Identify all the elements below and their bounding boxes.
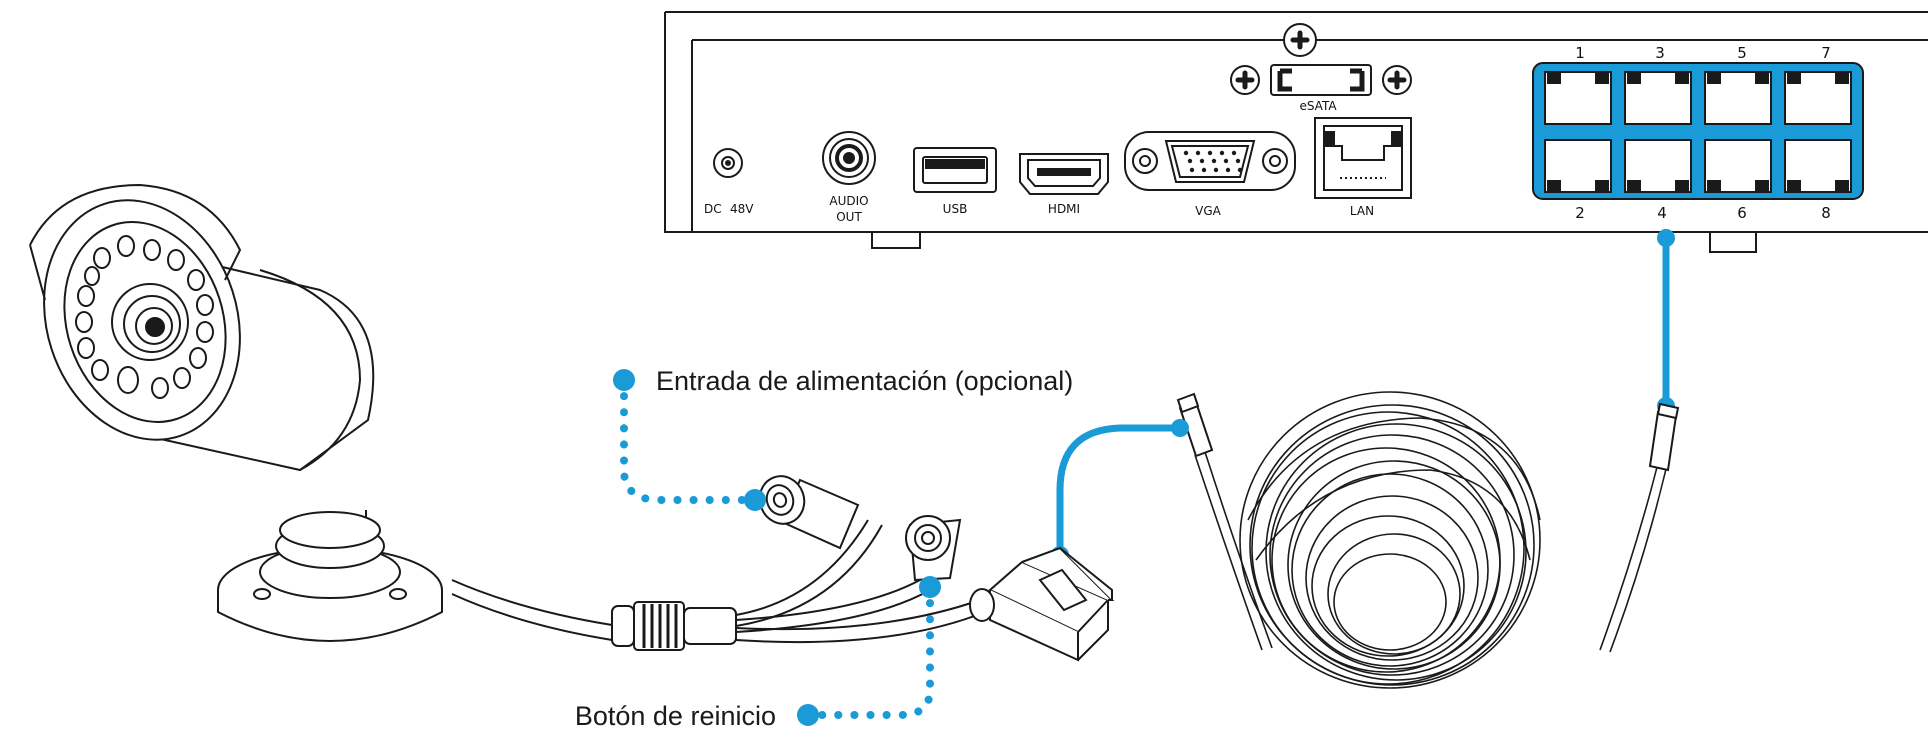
poe-port xyxy=(1544,139,1612,193)
rj45-plug-right xyxy=(1648,402,1680,472)
reset-button-part xyxy=(905,515,962,582)
rj45-coupler xyxy=(969,546,1115,662)
poe-port-number: 3 xyxy=(1655,44,1665,62)
usb-port xyxy=(913,147,997,193)
poe-port-number: 6 xyxy=(1737,204,1747,222)
esata-label: eSATA xyxy=(1299,99,1337,113)
vga-port xyxy=(1124,131,1296,191)
audio-label-line1: AUDIO xyxy=(829,194,868,208)
screw-icons xyxy=(1235,30,1407,90)
poe-port-number: 1 xyxy=(1575,44,1585,62)
poe-port xyxy=(1784,71,1852,125)
bullet-camera xyxy=(29,183,443,642)
poe-port xyxy=(1624,71,1692,125)
poe-port-numbers-bottom: 2 4 6 8 xyxy=(1575,204,1831,222)
power-input-callout-line xyxy=(613,369,766,511)
ethernet-cable-coil xyxy=(1194,391,1674,689)
vga-label: VGA xyxy=(1195,204,1222,218)
poe-port-number: 7 xyxy=(1821,44,1831,62)
poe-port-number: 2 xyxy=(1575,204,1585,222)
hdmi-port xyxy=(1019,153,1109,195)
poe-port xyxy=(1624,139,1692,193)
poe-port-number: 5 xyxy=(1737,44,1747,62)
poe-port xyxy=(1784,139,1852,193)
nvr-link-cable xyxy=(1657,229,1675,415)
coupler-link-cable xyxy=(1051,419,1189,564)
poe-port xyxy=(1704,139,1772,193)
reset-button-callout: Botón de reinicio xyxy=(575,701,776,731)
power-input-callout: Entrada de alimentación (opcional) xyxy=(656,366,1073,396)
esata-port xyxy=(1230,23,1412,96)
nvr-foot-left xyxy=(871,231,921,249)
hdmi-label: HDMI xyxy=(1048,202,1080,216)
reset-button-callout-line xyxy=(797,576,941,726)
poe-port xyxy=(1544,71,1612,125)
vga-pins xyxy=(1183,150,1243,173)
lan-port xyxy=(1314,117,1412,199)
dc-label: DC xyxy=(704,202,722,216)
poe-port xyxy=(1704,71,1772,125)
dc-power-port xyxy=(713,148,743,178)
camera-pigtail-cable xyxy=(451,519,986,651)
rj45-plug-left xyxy=(1176,392,1214,458)
poe-port-number: 4 xyxy=(1657,204,1667,222)
audio-out-port xyxy=(822,131,876,185)
poe-port-panel xyxy=(1532,62,1864,200)
nvr-foot-right xyxy=(1709,231,1757,253)
dc-voltage-label: 48V xyxy=(730,202,754,216)
poe-ports xyxy=(1544,71,1852,193)
poe-port-numbers-top: 1 3 5 7 xyxy=(1575,44,1831,62)
poe-port-number: 8 xyxy=(1821,204,1831,222)
power-input-jack xyxy=(758,475,860,550)
usb-label: USB xyxy=(943,202,968,216)
lan-label: LAN xyxy=(1350,204,1374,218)
audio-label-line2: OUT xyxy=(836,210,862,224)
